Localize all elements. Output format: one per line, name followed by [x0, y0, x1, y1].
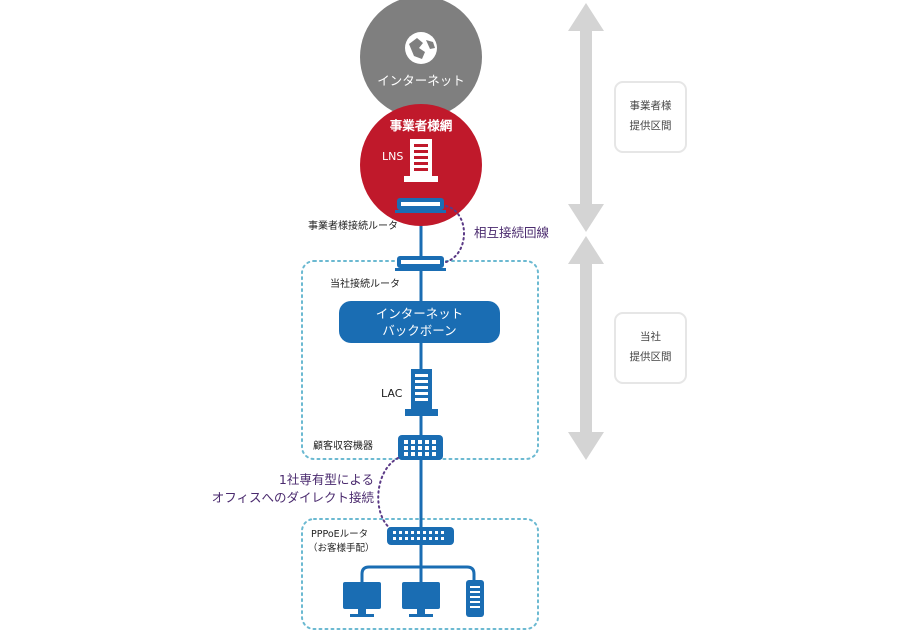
lns-label: LNS [382, 150, 404, 163]
backbone-label-line2: バックボーン [382, 323, 457, 338]
desktop-monitor-icon [402, 582, 440, 617]
dedicated-line-label-line2: オフィスへのダイレクト接続 [211, 490, 374, 505]
provider-zone-line2: 提供区間 [629, 120, 672, 132]
pppoe-router-icon [387, 527, 454, 545]
provider-zone-box: 事業者様 提供区間 [614, 81, 687, 153]
provider-router-label: 事業者様接続ルータ [308, 221, 398, 232]
provider-router-icon [395, 198, 446, 213]
tower-pc-icon [466, 580, 484, 617]
customer-equipment-label: 顧客収容機器 [313, 441, 373, 452]
our-zone-line1: 当社 [640, 331, 661, 344]
pppoe-label-line2: （お客様手配） [308, 543, 375, 554]
provider-zone-line1: 事業者様 [629, 100, 672, 113]
lac-server-icon [405, 369, 438, 416]
customer-equipment-switch-icon [398, 435, 443, 460]
globe-icon [405, 32, 437, 64]
backbone-pill [339, 301, 500, 343]
our-router-icon [395, 256, 446, 271]
backbone-label-line1: インターネット [375, 306, 464, 321]
desktop-monitor-icon [343, 582, 381, 617]
lac-label: LAC [381, 387, 403, 400]
our-zone-arrow [568, 236, 604, 460]
server-tower-icon [404, 139, 438, 182]
lan-branch-lines [360, 543, 476, 584]
interconnect-arc [445, 205, 465, 263]
dedicated-line-arc [377, 457, 399, 533]
our-zone-line2: 提供区間 [629, 351, 672, 363]
our-zone-box: 当社 提供区間 [614, 312, 687, 384]
interconnect-label: 相互接続回線 [474, 225, 550, 240]
internet-label: インターネット [377, 73, 465, 88]
pppoe-label-line1: PPPoEルータ [311, 529, 369, 540]
provider-network-title: 事業者様網 [389, 118, 453, 133]
dedicated-line-label-line1: 1社専有型による [278, 472, 374, 487]
provider-zone-arrow [568, 3, 604, 232]
our-router-label: 当社接続ルータ [330, 279, 400, 290]
